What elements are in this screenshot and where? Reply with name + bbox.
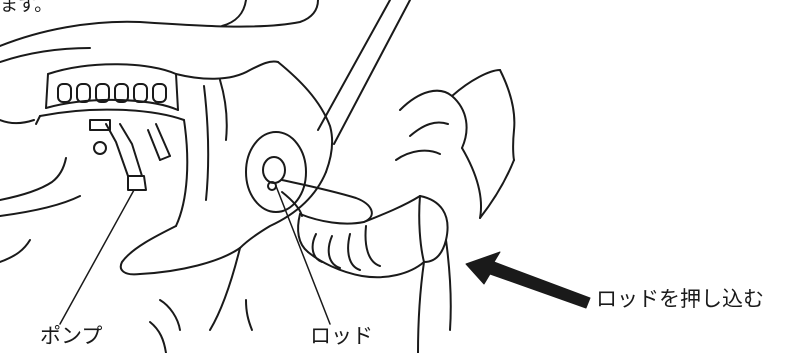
rod-port — [246, 132, 306, 212]
rod-label: ロッド — [310, 326, 373, 347]
pump-assembly — [90, 120, 170, 190]
tiller-pole — [318, 0, 410, 144]
leader-line-rod — [276, 186, 330, 324]
push-rod-label: ロッドを押し込む — [596, 289, 764, 310]
pump-label: ポンプ — [40, 326, 102, 347]
mount-bracket — [0, 120, 80, 262]
leader-line-pump — [60, 190, 134, 324]
lower-unit-body — [121, 61, 332, 353]
push-direction-arrow — [466, 252, 590, 308]
hand-pushing-rod — [282, 70, 514, 353]
engine-cover — [0, 0, 318, 62]
clamp-ring — [36, 64, 184, 124]
